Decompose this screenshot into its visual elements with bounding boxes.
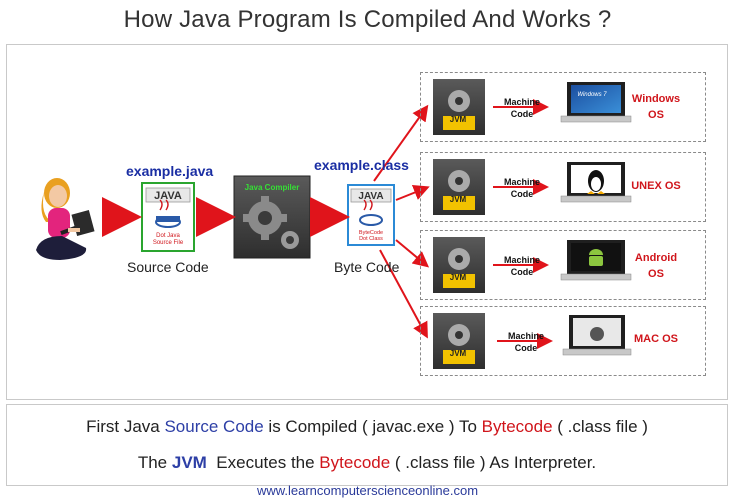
compiler-gear-icon <box>233 175 311 259</box>
jvm-label-1: JVM <box>449 115 467 124</box>
student-illustration <box>36 178 95 260</box>
source-caption: Source Code <box>127 259 209 275</box>
jvm-arrows <box>373 104 430 339</box>
jvm-label-4: JVM <box>449 349 467 358</box>
source-icon-caption-1: Dot Java <box>156 233 180 239</box>
footer-url[interactable]: www.learncomputerscienceonline.com <box>256 483 479 498</box>
compiler-label: Java Compiler <box>245 183 300 192</box>
bytecode-file-icon <box>347 184 395 246</box>
bytecode-icon-caption-2: Dot Class <box>359 236 383 242</box>
jvm-label-2: JVM <box>449 195 467 204</box>
description-line-1: First Java Source Code is Compiled ( jav… <box>86 417 648 436</box>
os-row-mac <box>420 306 706 376</box>
bytecode-filename: example.class <box>314 157 409 173</box>
os-name-mac: MAC OS <box>634 333 678 345</box>
description-line-2: The JVM Executes the Bytecode ( .class f… <box>137 453 597 472</box>
source-icon-caption-2: Source File <box>153 240 184 246</box>
description-panel: First Java Source Code is Compiled ( jav… <box>6 404 728 486</box>
page-title: How Java Program Is Compiled And Works ? <box>123 6 612 33</box>
bytecode-caption: Byte Code <box>334 259 400 275</box>
bytecode-icon-caption-1: ByteCode <box>359 230 383 236</box>
source-filename: example.java <box>126 163 214 179</box>
windows-screen-text: Windows 7 <box>577 92 607 98</box>
os-row-android <box>420 230 706 300</box>
os-name-unex: UNEX OS <box>631 180 681 192</box>
java-source-file-icon <box>141 182 195 252</box>
jvm-label-3: JVM <box>449 273 467 282</box>
os-row-windows <box>420 72 706 142</box>
bytecode-icon-label: JAVA <box>358 191 383 202</box>
diagram-panel <box>6 44 728 400</box>
source-icon-label: JAVA <box>154 190 182 202</box>
os-row-unex <box>420 152 706 222</box>
